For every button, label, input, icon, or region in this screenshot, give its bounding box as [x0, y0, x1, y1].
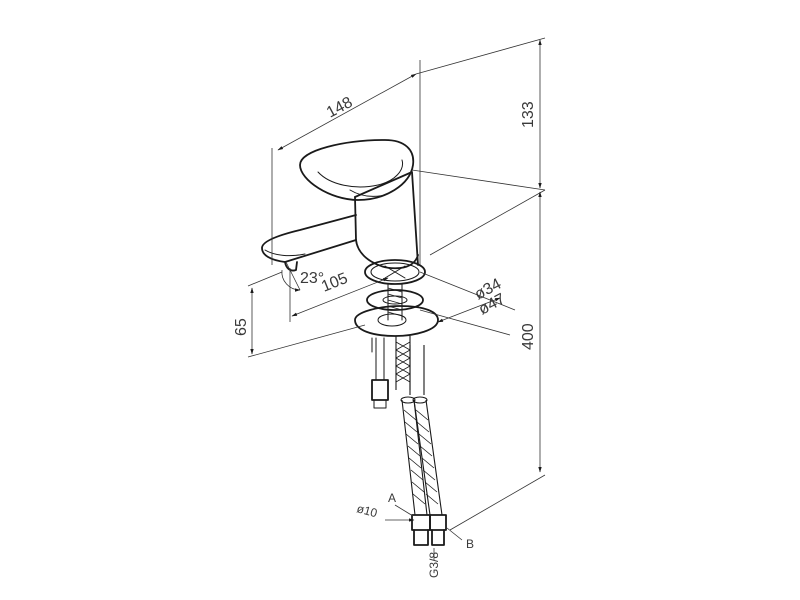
faucet-body: [261, 139, 419, 272]
dim-400-label: 400: [520, 323, 537, 350]
callout-a-label: A: [388, 491, 396, 505]
callout-b-label: B: [466, 537, 474, 551]
dim-dia10-label: ø10: [355, 501, 379, 520]
dim-g38-label: G3/8: [427, 552, 441, 578]
supply-hoses: [371, 336, 447, 546]
dim-65-label: 65: [233, 318, 250, 336]
dim-133-label: 133: [520, 101, 537, 128]
dimension-lines: [247, 37, 546, 560]
dim-148-label: 148: [324, 94, 356, 122]
dim-angle-label: 23°: [300, 270, 324, 287]
